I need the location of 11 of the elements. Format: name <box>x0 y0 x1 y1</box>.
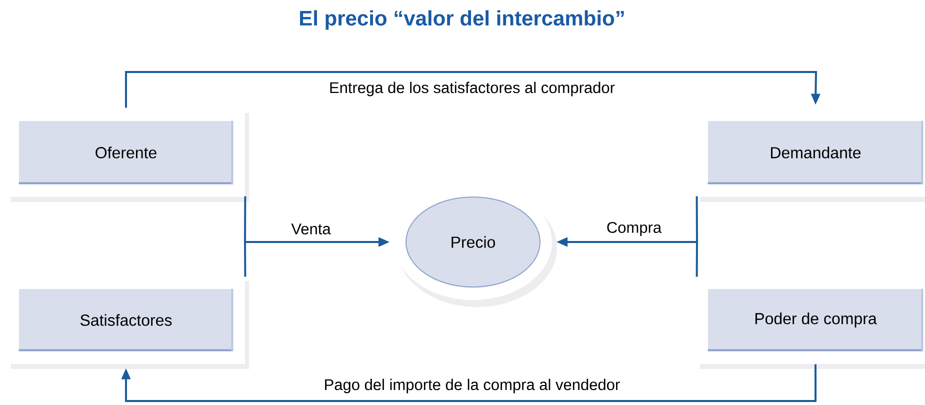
arrow <box>125 71 820 108</box>
process-box: Demandante <box>696 108 925 202</box>
edge-label: Pago del importe de la compra al vendedor <box>322 378 622 394</box>
process-box: Oferente <box>7 108 249 202</box>
title: El precio “valor del intercambio” <box>300 10 624 30</box>
process-box: Satisfactores <box>7 276 249 369</box>
edge-label: Compra <box>605 220 663 238</box>
edge-label: Venta <box>290 222 332 236</box>
arrow <box>121 364 816 402</box>
edge-label: Entrega de los satisfactores al comprador <box>328 80 616 98</box>
process-box: Poder de compra <box>696 276 925 369</box>
